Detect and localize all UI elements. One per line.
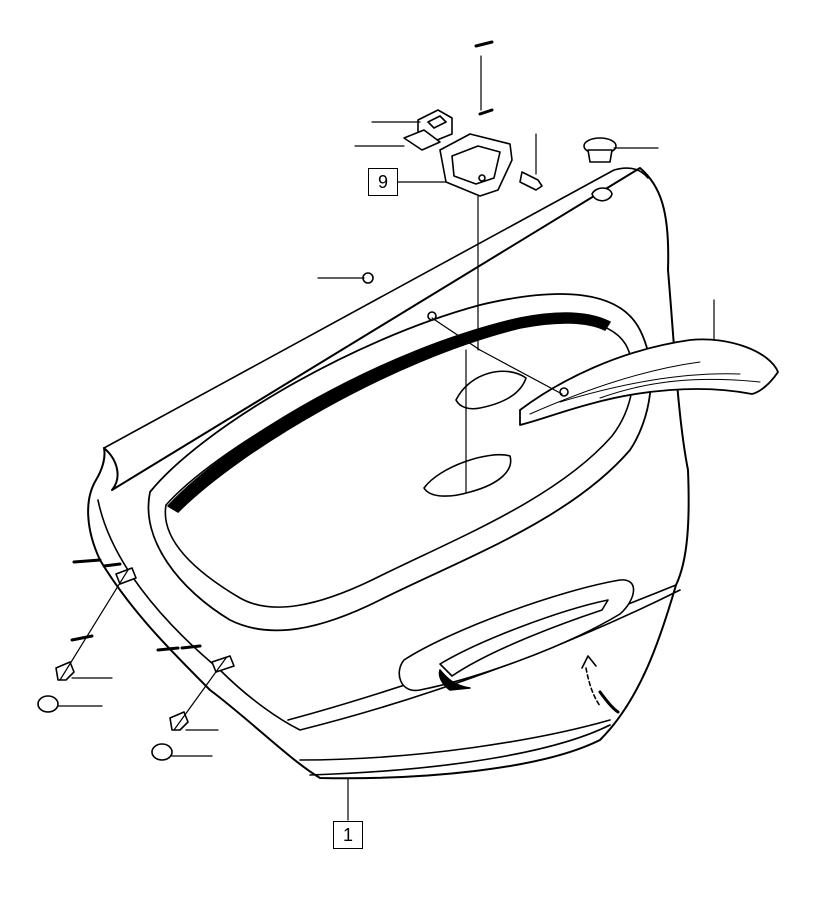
panel-top-edge	[103, 167, 649, 449]
direction-arrow	[585, 667, 601, 707]
left-cap-lower	[151, 743, 173, 761]
bracket-link	[403, 129, 441, 151]
bracket-clip-slot	[427, 115, 447, 129]
left-cap-upper	[37, 695, 59, 713]
seal-strip-texture	[529, 361, 761, 415]
panel-screw-hole-lower	[211, 655, 235, 673]
seal-bolt	[559, 387, 569, 397]
leader-lines	[57, 55, 715, 821]
callout-box-9: 9	[368, 168, 398, 196]
panel-armrest-lower-edge	[309, 724, 611, 776]
seal-strip	[519, 338, 779, 426]
bracket-screw	[519, 171, 543, 191]
bracket-hole	[478, 174, 486, 182]
push-pin-hole	[591, 187, 613, 202]
panel-bottom-edge	[299, 719, 611, 761]
bracket-inner	[451, 145, 501, 185]
push-pin-body	[587, 149, 613, 163]
small-screw	[427, 311, 437, 321]
bracket	[439, 133, 513, 197]
callout-box-1: 1	[333, 821, 363, 849]
direction-arrow-head	[581, 655, 597, 669]
break-markers	[70, 40, 494, 652]
lower-pocket-shadow	[438, 669, 471, 691]
handle-recess	[455, 370, 527, 410]
panel-screw-hole-upper	[115, 567, 137, 585]
cable	[598, 690, 620, 714]
trim-strip	[167, 312, 611, 513]
lower-pocket-opening	[439, 599, 609, 677]
pull-pocket	[423, 454, 512, 497]
